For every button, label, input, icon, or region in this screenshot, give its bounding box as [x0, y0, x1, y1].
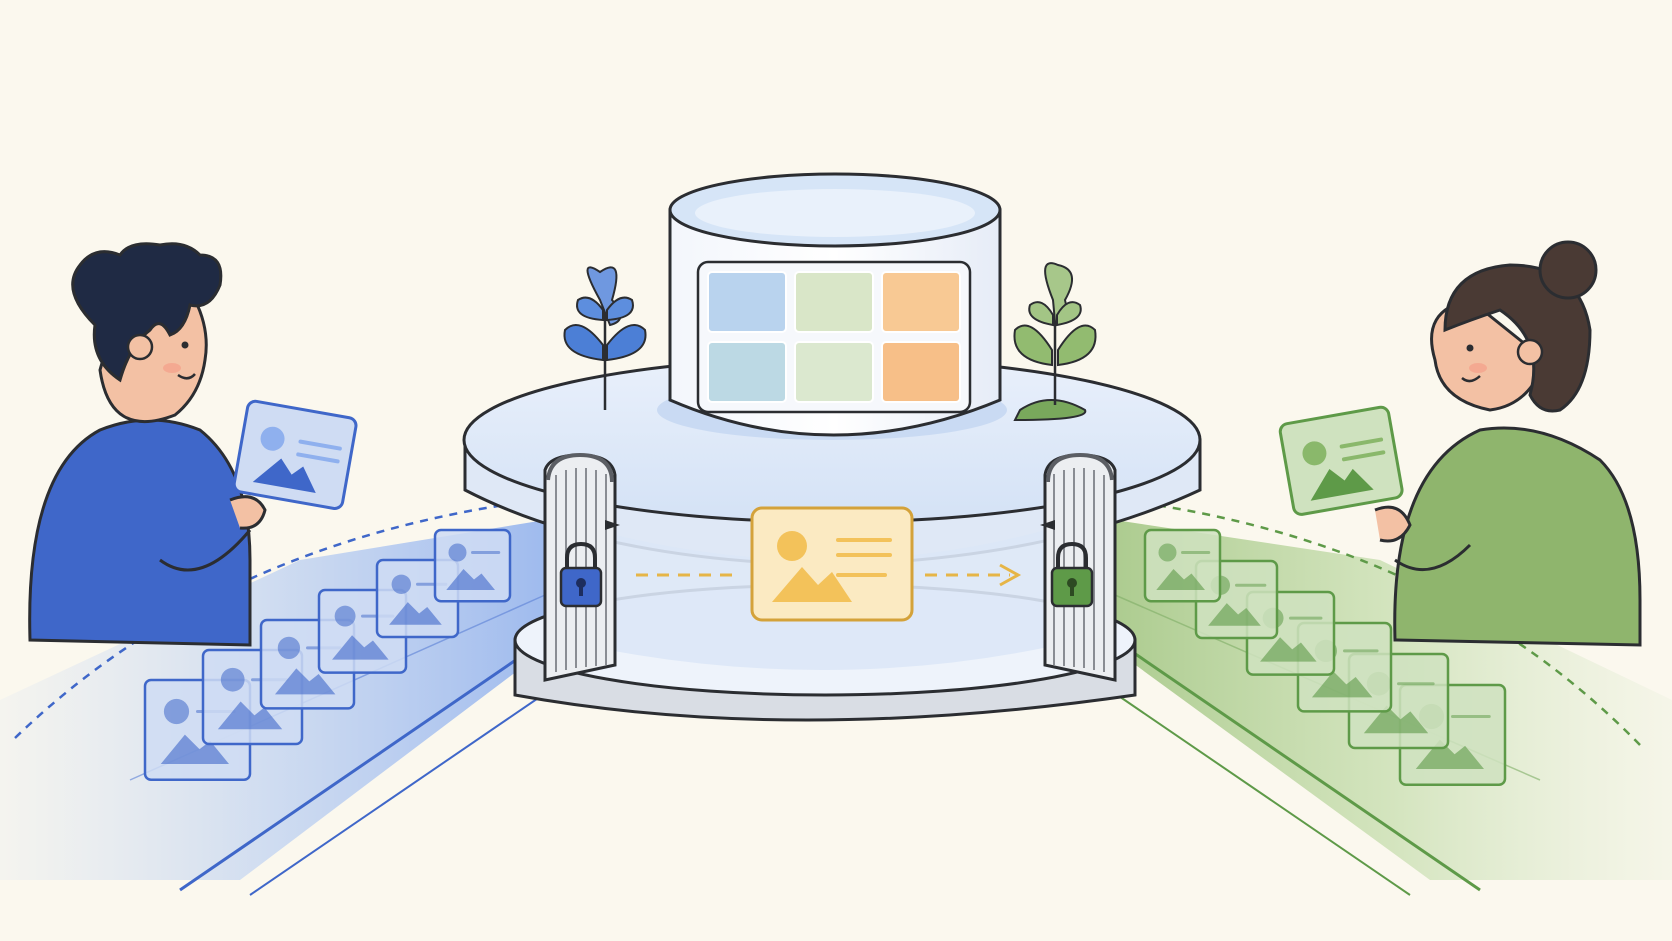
right-person: [1278, 240, 1642, 647]
database-tile: [794, 341, 874, 403]
left-conveyor-cards: [143, 528, 512, 781]
database-tile: [794, 271, 874, 333]
transfer-image-card-icon: [750, 506, 914, 622]
right-conveyor-card: [1143, 528, 1222, 603]
left-belt-rail: [179, 638, 546, 892]
database-tile-grid: [696, 260, 972, 414]
right-belt-rail: [1114, 638, 1481, 892]
right-person-image-card-icon: [1278, 405, 1404, 516]
right-belt-dashed-edge: [1119, 498, 1641, 746]
right-conveyor-cards: [1143, 528, 1507, 786]
left-person: [28, 242, 358, 647]
left-belt-dashed-edge: [14, 498, 541, 739]
transfer-flow: [636, 506, 1022, 622]
left-belt-rail: [249, 689, 551, 896]
left-person-image-card-icon: [232, 399, 358, 510]
right-belt-rail: [1109, 689, 1411, 896]
right-person-face: [1430, 298, 1547, 412]
left-person-shirt: [28, 418, 252, 647]
database-tile: [881, 341, 961, 403]
blue-leaf-plant-icon: [563, 266, 647, 410]
arrow-head-icon: [999, 563, 1022, 587]
green-leaf-plant-icon: [1013, 262, 1097, 422]
right-person-shirt: [1393, 426, 1642, 647]
database-tile: [707, 341, 787, 403]
right-person-hair: [1443, 263, 1592, 413]
right-person-hair-bun: [1538, 240, 1598, 300]
database-tile: [881, 271, 961, 333]
database-tile: [707, 271, 787, 333]
green-padlock-icon: [1050, 541, 1094, 608]
database-cylinder: [668, 172, 1002, 437]
left-conveyor-card: [433, 528, 512, 603]
blue-padlock-icon: [559, 541, 603, 608]
